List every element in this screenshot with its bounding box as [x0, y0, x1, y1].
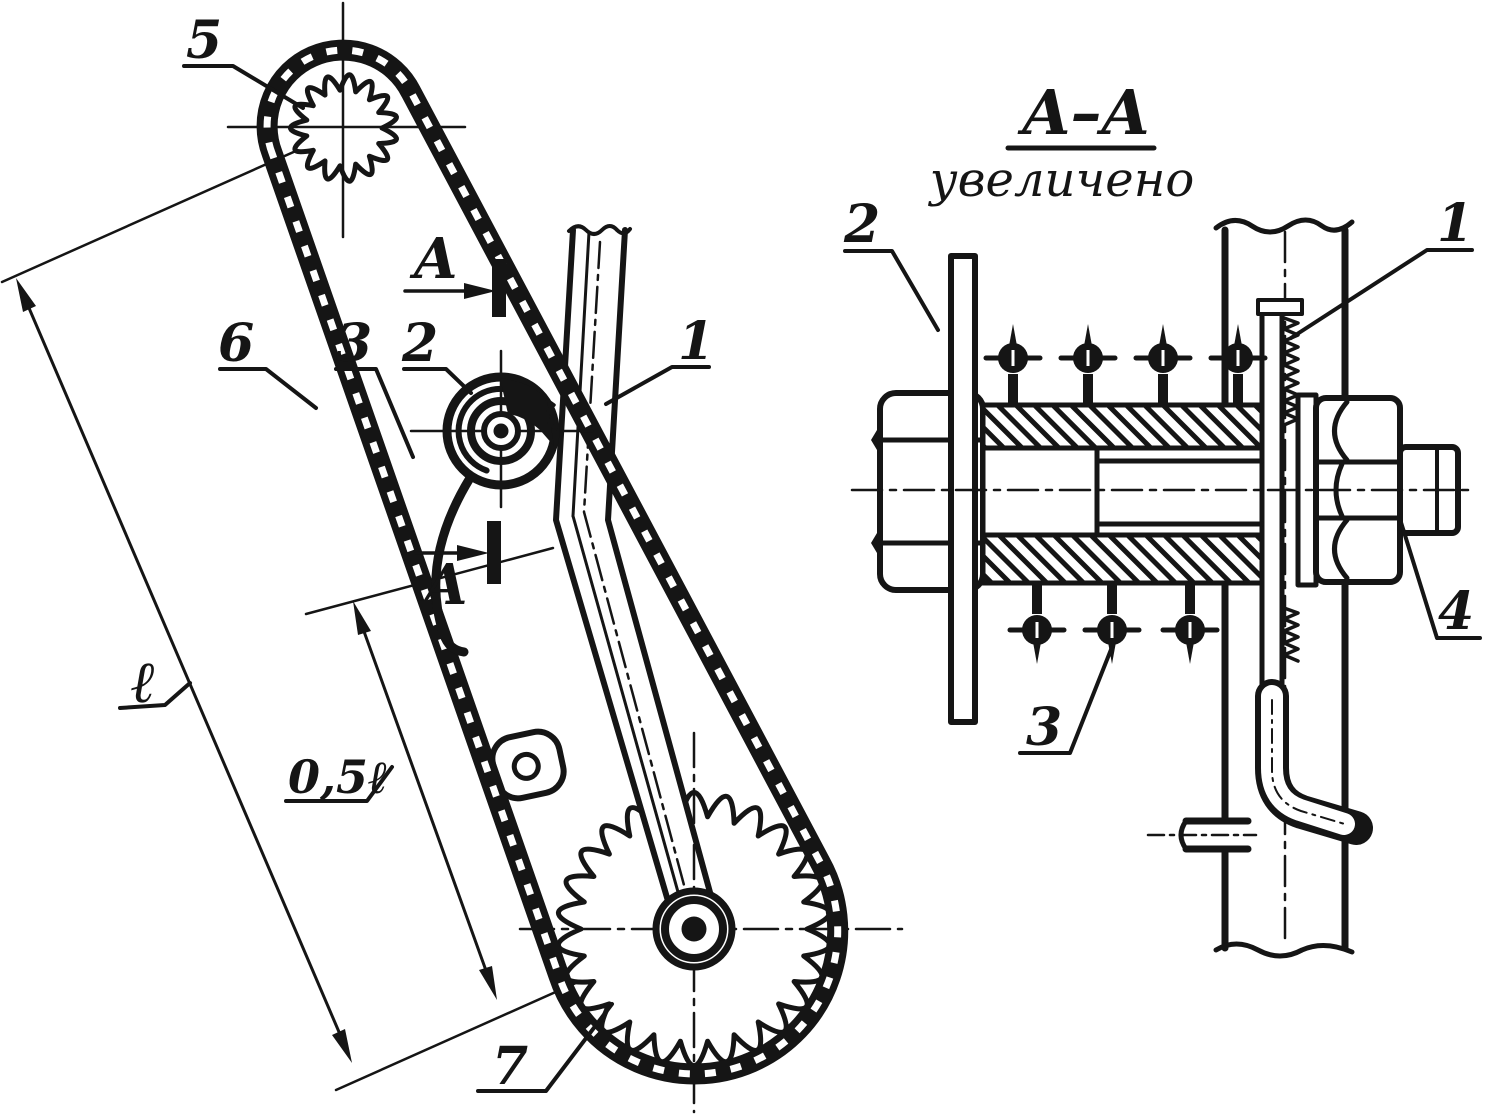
arrowhead: [16, 278, 36, 312]
tube-inner-wall: [571, 514, 680, 894]
dimension-line-full: [18, 285, 350, 1055]
tube-body: [556, 230, 711, 901]
right-callouts: 2 1 3 4: [843, 193, 1482, 758]
tensioner-outer-ring: [442, 372, 560, 490]
section-letter-bottom: A: [419, 552, 467, 618]
callout-6-label: 6: [218, 313, 254, 374]
tube-inner-wall: [571, 230, 591, 518]
tensioner-pawl: [500, 378, 554, 446]
leader-line: [218, 367, 318, 410]
chain-loop: [256, 39, 849, 1085]
section-subtitle: увеличено: [928, 152, 1194, 208]
bushing-section-bottom: [980, 532, 1265, 586]
tube-break-line: [567, 224, 632, 236]
leader-line: [604, 365, 711, 406]
callout-1-label: 1: [1437, 193, 1473, 254]
thread-marks-bottom: [1282, 606, 1300, 663]
bushing-section-top: [980, 402, 1265, 451]
leader-line: [118, 681, 192, 710]
arrowhead: [353, 601, 371, 635]
leader-line: [284, 765, 394, 803]
callout-2-label: 2: [843, 194, 880, 255]
tube-break-top: [1213, 217, 1355, 235]
dimension-line-half: [355, 610, 495, 992]
callout-4-label: 4: [1438, 581, 1474, 642]
leader-line: [182, 64, 305, 110]
tensioner-spring-arm: [431, 473, 475, 657]
leader-line: [843, 249, 940, 332]
section-view-a-a: A–A увеличено: [843, 76, 1482, 959]
bottom-sprocket-hub: [652, 887, 736, 971]
leader-line: [476, 1002, 614, 1093]
section-title: A–A: [1017, 76, 1149, 149]
callout-3-label: 3: [1026, 697, 1062, 758]
arrowhead: [479, 966, 497, 1000]
arrowhead: [332, 1029, 352, 1063]
bent-hook-rod: [1255, 679, 1373, 845]
callout-5-label: 5: [186, 10, 222, 71]
callout-3-label: 3: [336, 313, 372, 374]
tensioner-axle: [493, 423, 509, 439]
tube-break-bottom: [1213, 941, 1355, 959]
pawl-teeth: [545, 398, 558, 431]
cross-stub-tube: [1146, 817, 1258, 853]
leader-line: [334, 367, 415, 459]
extension-line-top: [0, 128, 345, 284]
leader-line: [1018, 640, 1116, 755]
leader-line: [1289, 248, 1474, 340]
callout-7-label: 7: [492, 1036, 528, 1097]
leader-line: [1397, 514, 1482, 640]
tube-centerline: [582, 240, 690, 902]
tube-left-edge: [553, 227, 671, 904]
chain-drive-side-view: ℓ 0,5ℓ: [0, 1, 904, 1114]
left-callouts: 5 6 3 2 1 7: [182, 10, 714, 1097]
section-plane-marks: A A: [403, 226, 506, 618]
chain-tensioner: [409, 349, 594, 657]
callout-2-label: 2: [401, 313, 438, 374]
chain-links: [263, 46, 842, 1078]
crank-tube: [489, 224, 714, 904]
section-title-block: A–A увеличено: [928, 76, 1194, 208]
dimension-lines: ℓ 0,5ℓ: [0, 128, 674, 1092]
axle-assembly: [871, 253, 1265, 725]
section-letter-top: A: [409, 226, 457, 292]
leader-line: [402, 367, 473, 395]
tensioner-ring: [467, 397, 535, 465]
tube-right-edge: [605, 227, 714, 899]
callout-1-label: 1: [678, 311, 714, 372]
